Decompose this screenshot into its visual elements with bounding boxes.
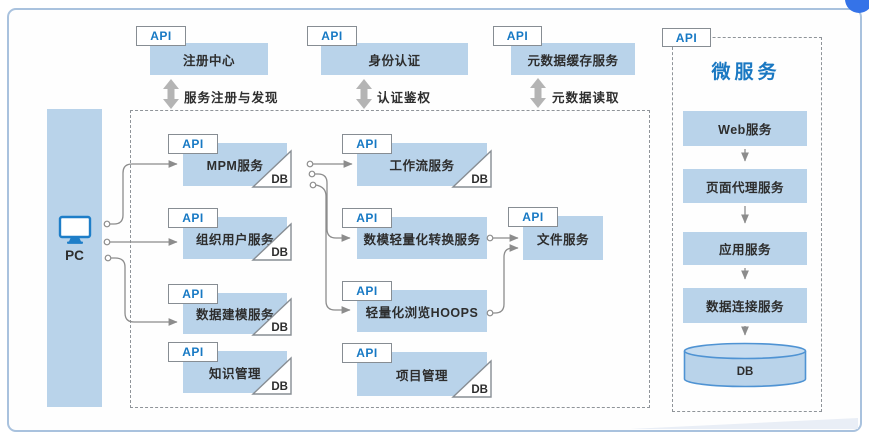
service-box-identity-auth: 身份认证 [321,43,468,75]
api-tag: API [168,208,218,228]
flow-label-registry: 服务注册与发现 [184,91,279,105]
microservices-panel [672,37,822,412]
service-box-metadata-cache: 元数据缓存服务 [511,43,635,75]
microservices-panel-title: 微服务 [711,62,781,83]
service-box-registry-center: 注册中心 [150,43,268,75]
api-tag: API [168,284,218,304]
api-tag: API [342,281,392,301]
api-tag: API [136,26,186,46]
service-box-application: 应用服务 [683,232,807,265]
corner-wedge-decor [630,418,858,429]
flow-label-metadata: 元数据读取 [552,91,620,105]
monitor-icon [58,215,92,244]
api-tag: API [168,342,218,362]
api-tag: API [508,207,558,227]
api-tag: API [662,28,711,47]
service-box-data-connect: 数据连接服务 [683,288,807,323]
pc-client-bar: PC [47,109,102,407]
corner-dot-decor [845,0,869,13]
pc-label: PC [65,248,84,263]
api-tag: API [342,208,392,228]
api-tag: API [342,343,392,363]
api-tag: API [493,26,542,46]
service-box-lightweight-view-hoops: 轻量化浏览HOOPS [357,290,487,332]
service-box-web: Web服务 [683,111,807,146]
api-tag: API [168,134,218,154]
api-tag: API [307,26,357,46]
flow-label-auth: 认证鉴权 [377,91,432,105]
api-tag: API [342,134,392,154]
service-box-page-proxy: 页面代理服务 [683,169,807,203]
